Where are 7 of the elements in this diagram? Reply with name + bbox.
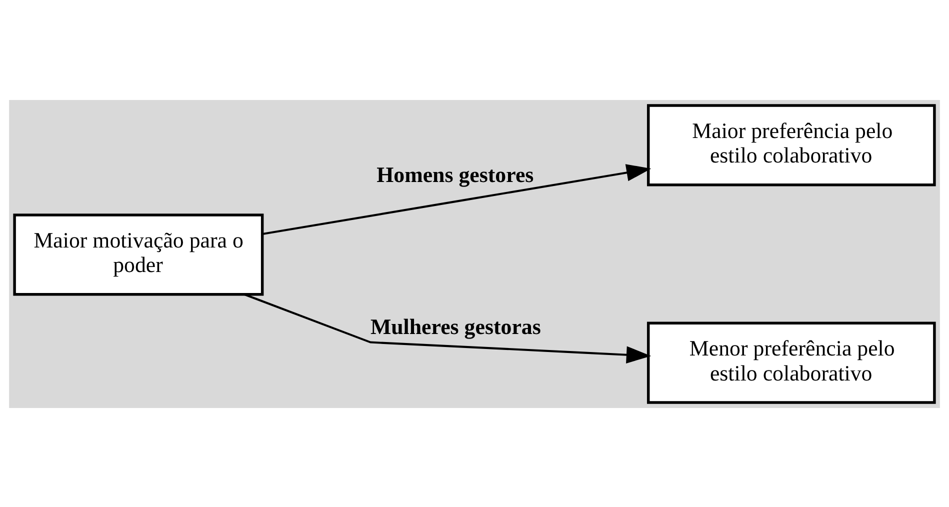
node-box: Maior preferência pelo estilo colaborativo xyxy=(646,104,936,186)
node-box: Maior motivação para o poder xyxy=(13,213,264,296)
node-box: Menor preferência pelo estilo colaborativo xyxy=(646,321,936,404)
edge-label: Mulheres gestoras xyxy=(370,313,541,338)
arrow xyxy=(262,164,652,235)
edge-label: Homens gestores xyxy=(376,161,534,186)
arrow xyxy=(244,292,652,363)
